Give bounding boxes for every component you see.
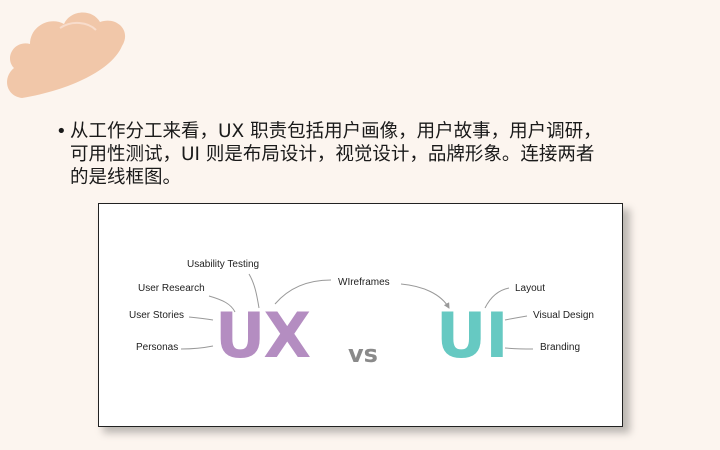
label-wireframes: WIreframes (338, 277, 390, 288)
connector-personas (180, 345, 214, 350)
connector-ux-wireframes (274, 279, 332, 305)
ui-heading: UI (436, 299, 508, 372)
connector-stories (188, 316, 214, 321)
label-usability-testing: Usability Testing (187, 259, 260, 270)
bullet-text: 从工作分工来看，UX 职责包括用户画像，用户故事，用户调研， 可用性测试，UI … (70, 120, 680, 189)
connector-layout (484, 287, 510, 309)
diagram-connectors (180, 273, 534, 350)
bullet-mark: • (56, 121, 67, 142)
label-branding: Branding (540, 342, 581, 353)
text-line-1: 从工作分工来看，UX 职责包括用户画像，用户故事，用户调研， (70, 121, 602, 142)
label-user-stories: User Stories (129, 310, 185, 321)
text-line-2: 可用性测试，UI 则是布局设计，视觉设计，品牌形象。连接两者 (70, 144, 595, 165)
label-user-research: User Research (138, 283, 205, 294)
connector-branding (504, 347, 534, 350)
text-line-3: 的是线框图。 (70, 167, 182, 188)
connector-research (208, 295, 236, 313)
connector-usability (248, 273, 260, 309)
connector-visual (504, 315, 528, 321)
ux-heading: UX (215, 299, 311, 372)
vs-label: vs (348, 340, 378, 368)
connector-wireframes-ui (400, 283, 450, 309)
ux-vs-ui-diagram: Usability Testing User Research User Sto… (98, 203, 623, 427)
label-layout: Layout (515, 283, 546, 294)
cloud-icon (7, 12, 126, 98)
label-personas: Personas (136, 342, 179, 353)
label-visual-design: Visual Design (533, 310, 594, 321)
